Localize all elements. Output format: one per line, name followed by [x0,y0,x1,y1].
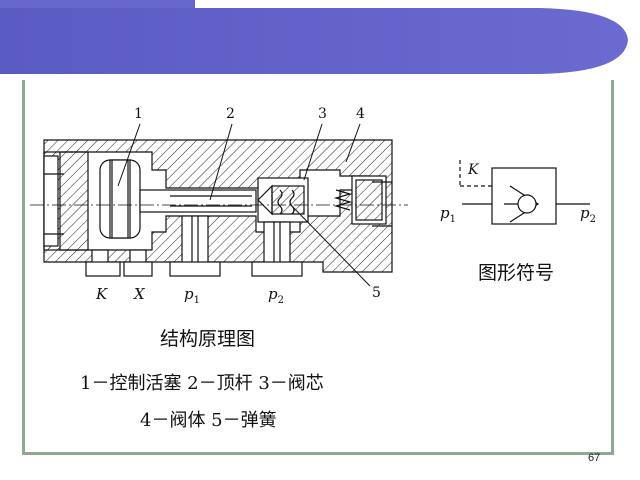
symbol-label-k: K [468,162,479,178]
port-label-p2: p2 [268,285,284,306]
page-number: 67 [588,452,601,464]
banner-tab [0,0,195,8]
valve-body-section [43,139,393,277]
symbol-label-p1: p1 [440,204,456,225]
symbol-caption: 图形符号 [478,262,555,284]
structure-caption: 结构原理图 [160,328,256,350]
leader-lines [117,123,371,287]
port-label-p1: p1 [184,285,200,306]
slide-frame [22,80,614,455]
part-label-4: 4 [356,106,365,122]
banner-shape [0,8,628,74]
legend-line-2: 4－阀体 5－弹簧 [140,410,277,431]
port-label-x: X [134,285,145,303]
part-label-5: 5 [372,285,381,301]
part-label-3: 3 [318,106,327,122]
part-label-2: 2 [226,106,235,122]
symbol-label-p2: p2 [580,204,596,225]
graphic-symbol [459,160,590,225]
title-banner [0,0,628,74]
port-label-k: K [96,285,108,303]
legend-line-1: 1－控制活塞 2－顶杆 3－阀芯 [80,373,324,394]
part-label-1: 1 [134,106,143,122]
